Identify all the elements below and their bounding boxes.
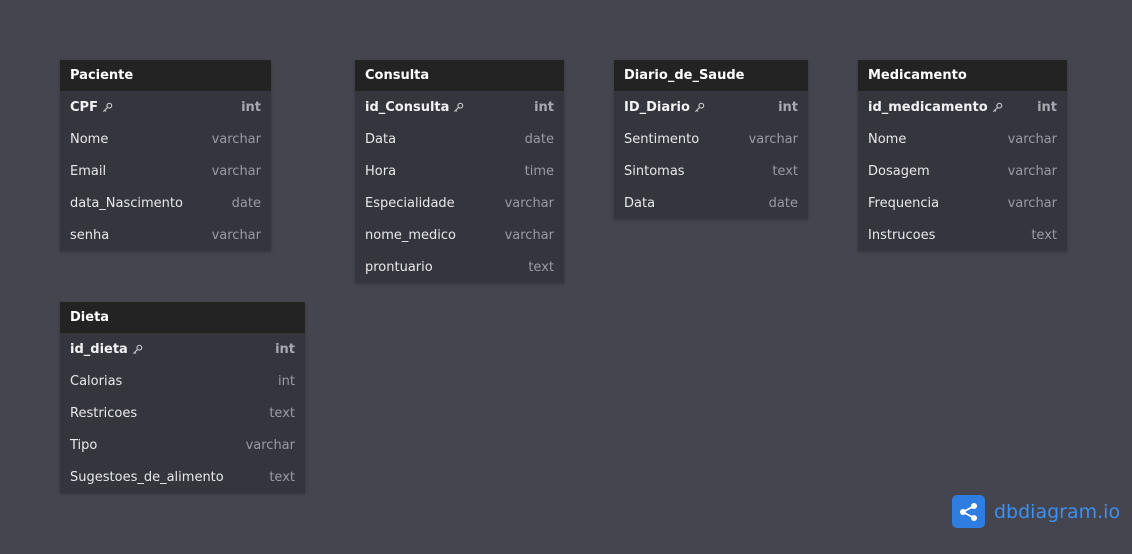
field-row[interactable]: nome_medico varchar: [355, 219, 564, 251]
field-type: int: [278, 373, 295, 389]
table-dieta[interactable]: Dieta id_dieta int Calorias int Restrico…: [60, 302, 305, 493]
field-name: Sentimento: [624, 131, 700, 147]
field-row[interactable]: Frequencia varchar: [858, 187, 1067, 219]
field-name: senha: [70, 227, 110, 243]
field-name: Especialidade: [365, 195, 455, 211]
field-type: varchar: [211, 131, 261, 147]
key-icon: [454, 102, 464, 112]
field-row-id-dieta[interactable]: id_dieta int: [60, 333, 305, 365]
field-type: int: [778, 99, 798, 115]
field-type: text: [269, 469, 295, 485]
field-name: Sugestoes_de_alimento: [70, 469, 224, 485]
field-name: Dosagem: [868, 163, 930, 179]
field-type: varchar: [748, 131, 798, 147]
field-row[interactable]: Especialidade varchar: [355, 187, 564, 219]
field-type: text: [269, 405, 295, 421]
table-header[interactable]: Paciente: [60, 60, 271, 91]
field-name: Restricoes: [70, 405, 138, 421]
key-icon: [132, 344, 143, 354]
field-name-pk: id_medicamento: [868, 100, 1003, 115]
field-row-id-medicamento[interactable]: id_medicamento int: [858, 91, 1067, 123]
field-type: date: [524, 131, 554, 147]
field-type: int: [534, 99, 554, 115]
field-type: int: [1037, 99, 1057, 115]
field-type: text: [1031, 227, 1057, 243]
field-type: time: [524, 163, 554, 179]
field-row[interactable]: Dosagem varchar: [858, 155, 1067, 187]
table-header[interactable]: Consulta: [355, 60, 564, 91]
field-type: varchar: [504, 227, 554, 243]
table-diario-de-saude[interactable]: Diario_de_Saude ID_Diario int Sentimento…: [614, 60, 808, 219]
field-name: Data: [365, 131, 397, 147]
field-name-pk: ID_Diario: [624, 100, 705, 115]
field-type: text: [528, 259, 554, 275]
field-row[interactable]: Nome varchar: [60, 123, 271, 155]
field-name: Data: [624, 195, 656, 211]
key-icon: [694, 102, 705, 112]
field-row[interactable]: data_Nascimento date: [60, 187, 271, 219]
key-icon: [102, 102, 113, 112]
field-type: varchar: [1007, 163, 1057, 179]
table-consulta[interactable]: Consulta id_Consulta int Data date Hora …: [355, 60, 564, 283]
field-name: Instrucoes: [868, 227, 936, 243]
field-row[interactable]: Hora time: [355, 155, 564, 187]
field-row[interactable]: Data date: [355, 123, 564, 155]
field-type: varchar: [1007, 195, 1057, 211]
table-paciente[interactable]: Paciente CPF int Nome varchar Email varc…: [60, 60, 271, 251]
share-nodes-icon: [952, 495, 985, 528]
field-row[interactable]: Data date: [614, 187, 808, 219]
field-type: varchar: [245, 437, 295, 453]
field-row[interactable]: Restricoes text: [60, 397, 305, 429]
field-row[interactable]: Sugestoes_de_alimento text: [60, 461, 305, 493]
field-row-id-consulta[interactable]: id_Consulta int: [355, 91, 564, 123]
field-name: prontuario: [365, 259, 433, 275]
field-type: date: [231, 195, 261, 211]
field-name: Email: [70, 163, 107, 179]
table-header[interactable]: Medicamento: [858, 60, 1067, 91]
field-type: text: [772, 163, 798, 179]
field-row-id-diario[interactable]: ID_Diario int: [614, 91, 808, 123]
field-type: varchar: [1007, 131, 1057, 147]
field-row[interactable]: Instrucoes text: [858, 219, 1067, 251]
field-name: Sintomas: [624, 163, 685, 179]
field-type: varchar: [211, 227, 261, 243]
table-header[interactable]: Diario_de_Saude: [614, 60, 808, 91]
field-row[interactable]: Sentimento varchar: [614, 123, 808, 155]
field-type: date: [768, 195, 798, 211]
field-type: int: [241, 99, 261, 115]
field-type: varchar: [504, 195, 554, 211]
field-name: Frequencia: [868, 195, 940, 211]
field-name: Hora: [365, 163, 397, 179]
field-name: nome_medico: [365, 227, 456, 243]
field-name: Calorias: [70, 373, 123, 389]
field-name: data_Nascimento: [70, 195, 183, 211]
brand-watermark[interactable]: dbdiagram.io: [952, 495, 1120, 528]
field-row[interactable]: prontuario text: [355, 251, 564, 283]
field-name-pk: id_Consulta: [365, 100, 464, 115]
field-row[interactable]: Tipo varchar: [60, 429, 305, 461]
field-row[interactable]: Nome varchar: [858, 123, 1067, 155]
field-type: int: [275, 341, 295, 357]
brand-text: dbdiagram.io: [994, 500, 1121, 523]
table-medicamento[interactable]: Medicamento id_medicamento int Nome varc…: [858, 60, 1067, 251]
field-row[interactable]: senha varchar: [60, 219, 271, 251]
table-header[interactable]: Dieta: [60, 302, 305, 333]
field-row[interactable]: Calorias int: [60, 365, 305, 397]
field-row-cpf[interactable]: CPF int: [60, 91, 271, 123]
field-name: Nome: [868, 131, 907, 147]
field-name: Tipo: [70, 437, 98, 453]
field-row[interactable]: Email varchar: [60, 155, 271, 187]
field-name: Nome: [70, 131, 109, 147]
field-row[interactable]: Sintomas text: [614, 155, 808, 187]
field-type: varchar: [211, 163, 261, 179]
key-icon: [992, 102, 1002, 112]
field-name-pk: CPF: [70, 100, 113, 115]
field-name-pk: id_dieta: [70, 342, 143, 357]
